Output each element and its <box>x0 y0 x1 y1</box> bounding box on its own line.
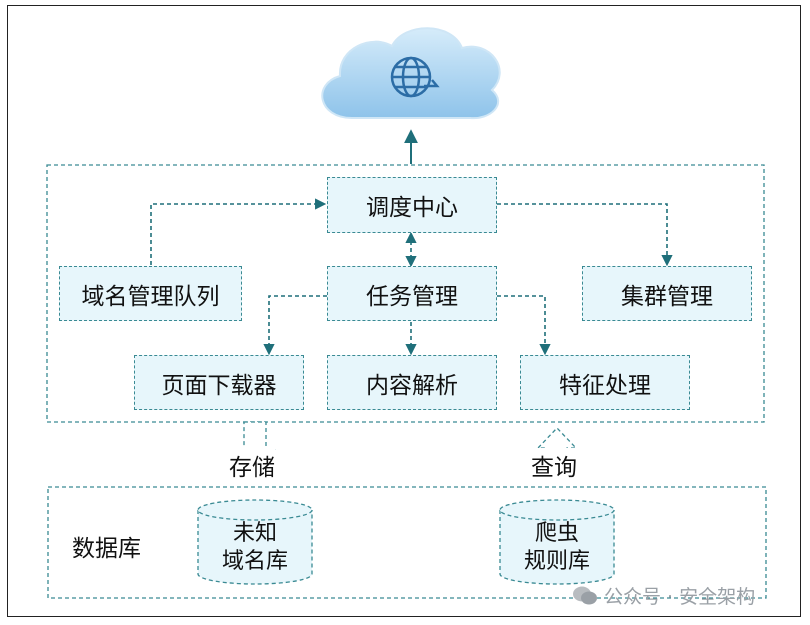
database-label: 数据库 <box>72 536 141 562</box>
arrow-task-to-downloader <box>263 295 327 356</box>
task-management-node: 任务管理 <box>327 266 497 321</box>
unknown-domains-line2: 域名库 <box>221 549 288 574</box>
crawler-rules-line1: 爬虫 <box>534 521 579 546</box>
watermark-text: 公众号 · 安全架构 <box>604 586 756 608</box>
database-cylinder-unknown-domains <box>197 499 313 585</box>
wechat-icon <box>573 586 597 604</box>
crawler-rules-label: 爬虫 规则库 <box>507 520 607 576</box>
globe-icon <box>390 56 440 98</box>
connectors <box>150 198 673 356</box>
database-container <box>47 486 767 599</box>
cluster-management-node: 集群管理 <box>582 266 752 321</box>
unknown-domains-label: 未知 域名库 <box>205 520 305 576</box>
feature-processing-node: 特征处理 <box>520 355 690 410</box>
unknown-domains-line1: 未知 <box>232 521 277 546</box>
storage-label: 存储 <box>229 448 275 482</box>
diagram-frame <box>7 5 801 617</box>
arrow-task-to-feature <box>497 295 551 356</box>
dispatch-center-node: 调度中心 <box>327 177 497 233</box>
crawler-rules-line2: 规则库 <box>523 549 590 574</box>
watermark: 公众号 · 安全架构 <box>572 582 755 609</box>
query-label: 查询 <box>531 448 577 482</box>
cloud-icon <box>321 27 501 120</box>
arrow-dispatch-to-cluster <box>497 203 673 267</box>
domain-queue-node: 域名管理队列 <box>59 266 242 321</box>
page-downloader-node: 页面下载器 <box>134 355 304 410</box>
database-cylinder-crawler-rules <box>499 499 615 585</box>
system-container <box>46 164 765 423</box>
arrow-queue-to-dispatch <box>150 198 327 265</box>
content-parser-node: 内容解析 <box>327 355 497 410</box>
